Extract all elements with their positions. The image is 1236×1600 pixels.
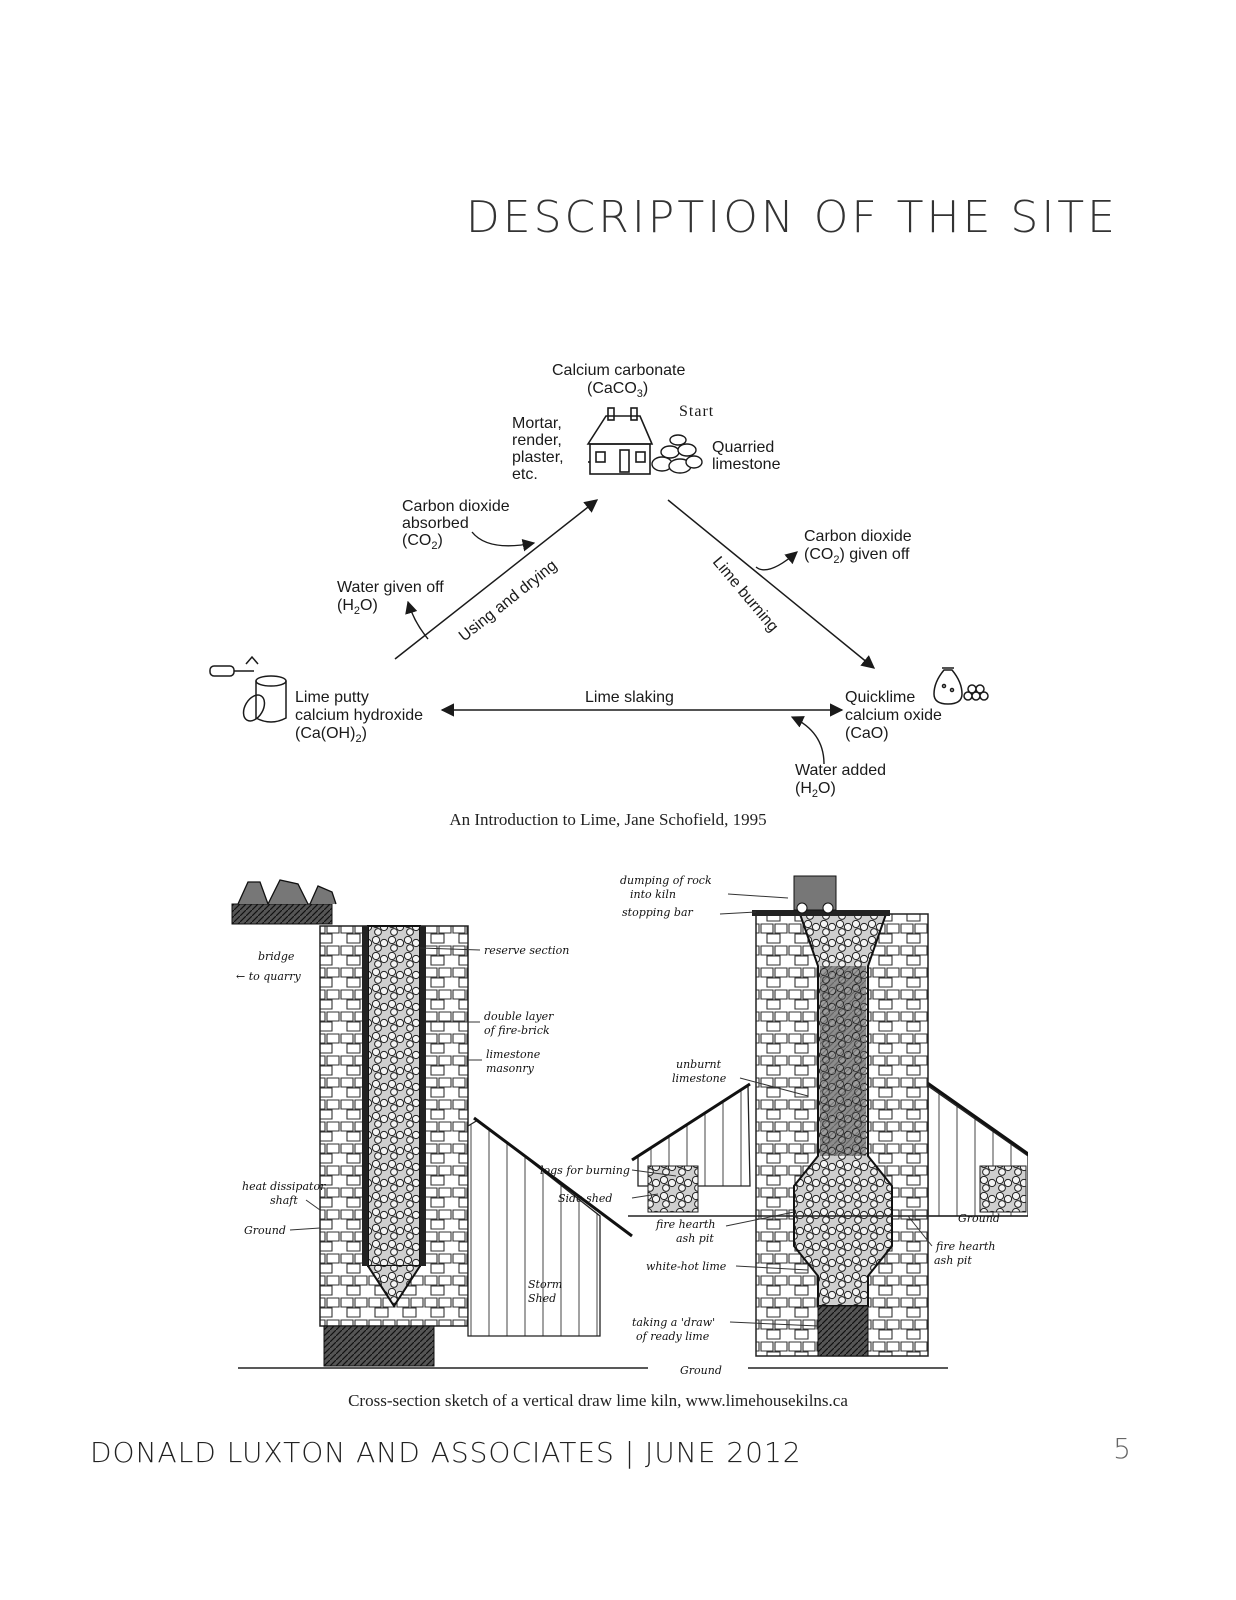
- white-hot-lime-label: white-hot lime: [646, 1260, 727, 1273]
- lime-slaking-label: Lime slaking: [585, 689, 674, 706]
- uses-line-4: etc.: [512, 466, 538, 483]
- double-layer-label: double layer: [484, 1010, 554, 1023]
- right-ground-label: Ground: [958, 1212, 1000, 1225]
- lime-burning-arrow: [668, 500, 874, 668]
- co2-given-line-1: Carbon dioxide: [804, 528, 912, 545]
- co2-absorbed-line-2: absorbed: [402, 515, 469, 532]
- uses-line-3: plaster,: [512, 449, 564, 466]
- to-quarry-label: ← to quarry: [236, 970, 301, 983]
- reserve-section-label: reserve section: [484, 944, 569, 957]
- bottom-ground-label: Ground: [680, 1364, 722, 1377]
- right-limestone-label: limestone: [672, 1072, 727, 1085]
- uses-line-2: render,: [512, 432, 562, 449]
- quicklime-line-1: Quicklime: [845, 689, 915, 706]
- quicklime-line-3: (CaO): [845, 725, 889, 742]
- ash-pit-label: ash pit: [676, 1232, 714, 1245]
- lime-putty-formula: (Ca(OH)2): [295, 725, 367, 745]
- lime-kiln-cross-section-sketch: bridge ← to quarry reserve section doubl…: [228, 856, 1028, 1386]
- water-off-arrow: [408, 602, 428, 639]
- quicklime-line-2: calcium oxide: [845, 707, 942, 724]
- lime-putty-line-1: Lime putty: [295, 689, 369, 706]
- calcium-carbonate-label: Calcium carbonate: [552, 362, 686, 379]
- left-ground-label: Ground: [244, 1224, 286, 1237]
- right-ash-pit-label: ash pit: [934, 1254, 972, 1267]
- uses-line-1: Mortar,: [512, 415, 562, 432]
- ready-lime-label: of ready lime: [636, 1330, 710, 1343]
- co2-absorbed-line-1: Carbon dioxide: [402, 498, 510, 515]
- co2-absorbed-formula: (CO2): [402, 532, 443, 552]
- fire-hearth-label: fire hearth: [655, 1218, 716, 1231]
- fire-brick-label: of fire-brick: [484, 1024, 550, 1037]
- taking-draw-label: taking a 'draw': [632, 1316, 715, 1329]
- limestone-label: limestone: [486, 1048, 541, 1061]
- water-off-formula: (H2O): [337, 597, 378, 617]
- kiln-caption: Cross-section sketch of a vertical draw …: [0, 1391, 1216, 1411]
- page-title: DESCRIPTION OF THE SITE: [466, 192, 1118, 243]
- diagram-caption: An Introduction to Lime, Jane Schofield,…: [0, 810, 1226, 830]
- bridge-label: bridge: [258, 950, 295, 963]
- limestone-pile-icon: [652, 435, 702, 473]
- water-added-line-1: Water added: [795, 762, 886, 779]
- quarried-line-2: limestone: [712, 456, 781, 473]
- logs-burning-label: logs for burning: [540, 1164, 630, 1177]
- unburnt-label: unburnt: [676, 1058, 722, 1071]
- lime-putty-bucket-icon: [210, 657, 286, 725]
- shaft-label: shaft: [270, 1194, 298, 1207]
- side-shed-label: Side shed: [558, 1192, 612, 1205]
- house-icon: [588, 408, 652, 474]
- caco3-formula: (CaCO3): [587, 380, 648, 400]
- storm-label: Storm: [528, 1278, 562, 1291]
- heat-dissipator-label: heat dissipator: [242, 1180, 326, 1193]
- water-added-formula: (H2O): [795, 780, 836, 800]
- quicklime-sack-icon: [934, 668, 988, 704]
- dumping-rock-label: dumping of rock: [620, 874, 712, 887]
- co2-given-formula: (CO2) given off: [804, 546, 910, 566]
- lime-cycle-diagram: Calcium carbonate (CaCO3) Start Mortar, …: [200, 352, 1020, 812]
- water-off-line-1: Water given off: [337, 579, 444, 596]
- stopping-bar-label: stopping bar: [622, 906, 694, 919]
- page-number: 5: [1113, 1432, 1131, 1465]
- water-added-arrow: [792, 717, 824, 764]
- into-kiln-label: into kiln: [630, 888, 676, 901]
- lime-burning-label: Lime burning: [709, 554, 781, 636]
- masonry-label: masonry: [486, 1062, 535, 1075]
- quarried-line-1: Quarried: [712, 439, 774, 456]
- start-label: Start: [679, 403, 714, 420]
- co2-given-arrow: [756, 552, 797, 570]
- lime-putty-line-2: calcium hydroxide: [295, 707, 423, 724]
- shed-label: Shed: [528, 1292, 556, 1305]
- right-fire-hearth-label: fire hearth: [935, 1240, 996, 1253]
- right-kiln-drawing: [628, 876, 1028, 1368]
- co2-absorbed-arrow: [472, 532, 534, 546]
- footer-firm-date: DONALD LUXTON AND ASSOCIATES | JUNE 2012: [90, 1436, 802, 1469]
